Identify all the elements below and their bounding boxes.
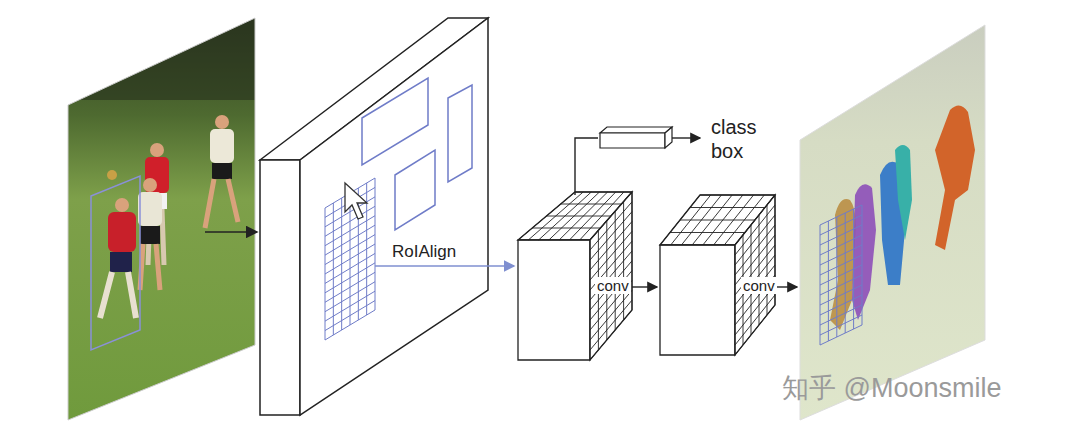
grid-line <box>325 263 375 293</box>
conv-arrow <box>775 286 797 287</box>
grid-line <box>735 245 736 355</box>
grid-line <box>735 305 775 355</box>
cube-side <box>735 195 775 355</box>
cube-front <box>518 240 590 360</box>
grid-line <box>820 275 862 295</box>
photo-trees <box>60 10 260 100</box>
roialign-arrow <box>375 265 514 267</box>
roi-box <box>362 78 428 165</box>
input-photo <box>60 10 260 430</box>
grid-line <box>820 255 862 275</box>
feature-map <box>260 18 488 415</box>
grid-line <box>325 282 375 312</box>
conv-arrow <box>632 286 657 287</box>
grid-line <box>820 215 862 235</box>
grid-line <box>325 206 375 236</box>
grid-line <box>590 212 632 260</box>
grid-line <box>325 310 375 340</box>
grid-line <box>590 271 632 320</box>
instance-masks <box>830 105 975 330</box>
feature-cube <box>518 192 632 360</box>
grid-line <box>767 205 768 315</box>
roi-box <box>395 150 435 230</box>
grid-line <box>547 216 612 217</box>
grid-line <box>820 285 862 305</box>
grid-line <box>325 253 375 283</box>
grid-line <box>820 265 862 285</box>
grid-line <box>820 325 862 345</box>
grid-line <box>820 245 862 265</box>
mask-grid <box>820 205 862 345</box>
grid-line <box>670 232 745 233</box>
grid-line <box>735 295 775 345</box>
stage-label: conv <box>741 277 777 294</box>
grid-line <box>325 301 375 331</box>
grid-line <box>590 310 632 360</box>
grid-line <box>660 245 735 246</box>
grid-line <box>575 192 632 193</box>
grid-line <box>590 251 632 300</box>
grid-line <box>325 244 375 274</box>
grid-line <box>590 202 632 250</box>
grid-line <box>518 240 590 241</box>
watermark: 知乎 @Moonsmile <box>782 370 1001 406</box>
stage-label: conv <box>595 277 631 294</box>
grid-line <box>820 225 862 245</box>
grid-line <box>735 215 775 265</box>
grid-line <box>325 235 375 265</box>
photo-ground <box>795 20 990 425</box>
cube-grid <box>660 195 775 355</box>
grid-line <box>820 305 862 325</box>
grid-line <box>820 295 862 315</box>
roi-grid <box>325 178 375 340</box>
cube-grid <box>518 192 632 360</box>
grid-line <box>590 231 632 280</box>
stage-label: class box <box>711 115 767 163</box>
player-figures <box>100 115 238 318</box>
stage-label: RoIAlign <box>392 242 456 262</box>
grid-line <box>820 235 862 255</box>
mouse-cursor <box>345 183 367 219</box>
grid-line <box>759 215 760 325</box>
slab-front <box>260 160 300 415</box>
grid-line <box>325 225 375 255</box>
grid-line <box>325 216 375 246</box>
grid-line <box>590 222 632 271</box>
photo-border <box>800 25 985 420</box>
grid-line <box>561 204 622 205</box>
grid-line <box>820 315 862 335</box>
roi-box <box>448 85 472 182</box>
grid-line <box>532 228 600 229</box>
cube-side <box>590 192 632 360</box>
grid-line <box>590 261 632 310</box>
photo-border <box>68 18 255 420</box>
photo-ground <box>60 10 260 430</box>
grid-line <box>735 205 775 255</box>
grid-line <box>690 207 765 208</box>
slab-face <box>300 18 488 415</box>
output-photo <box>795 20 990 425</box>
grid-line <box>700 195 775 196</box>
grid-line <box>680 220 755 221</box>
input-arrow <box>205 231 257 233</box>
output-arrow <box>672 137 700 138</box>
grid-line <box>590 300 632 350</box>
fc-bar <box>600 127 672 148</box>
branch-line <box>575 138 598 195</box>
grid-line <box>820 205 862 225</box>
feature-cube <box>660 195 775 355</box>
grid-line <box>590 290 632 340</box>
grid-line <box>325 291 375 321</box>
cube-front <box>660 245 735 355</box>
detection-box <box>91 176 140 350</box>
grid-line <box>325 272 375 302</box>
